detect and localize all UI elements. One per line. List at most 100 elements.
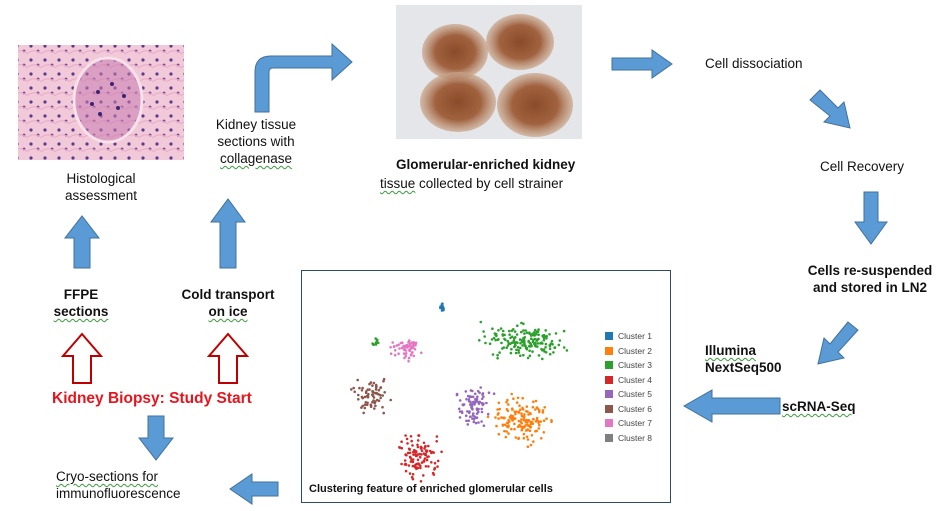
scatter-point [532, 400, 535, 404]
scatter-point [506, 421, 510, 424]
illumina-line2: NextSeq500 [705, 360, 782, 375]
cell-recovery-label: Cell Recovery [820, 159, 905, 174]
scatter-point [530, 421, 534, 424]
scatter-point [436, 465, 439, 468]
scatter-point [440, 450, 443, 454]
scatter-point [536, 407, 540, 410]
cold-transport-label: Cold transport on ice [166, 286, 290, 320]
scatter-point [389, 346, 392, 349]
scatter-point [529, 334, 533, 337]
scatter-point [490, 338, 494, 341]
scatter-point [492, 336, 496, 340]
scatter-point [535, 339, 539, 342]
arrow-up-icon [63, 215, 101, 269]
scatter-point [522, 425, 526, 429]
resuspended-line1: Cells re-suspended [807, 263, 933, 278]
scatter-point [430, 461, 433, 464]
legend-swatch [605, 404, 613, 413]
scatter-point [423, 457, 427, 460]
scatter-point [352, 386, 355, 390]
scatter-point [466, 410, 469, 413]
scatter-point [373, 407, 376, 410]
scatter-point [471, 403, 474, 406]
scatter-point [508, 415, 512, 419]
scatter-point [381, 394, 384, 397]
ffpe-label: FFPE sections [36, 286, 126, 320]
scatter-point [550, 419, 553, 422]
legend-label: Cluster 4 [618, 374, 653, 385]
legend-label: Cluster 7 [618, 418, 653, 429]
scatter-point [525, 435, 529, 439]
scatter-point [475, 408, 479, 411]
scatter-point [422, 474, 425, 477]
scatter-point [522, 432, 526, 436]
scatter-point [435, 435, 439, 438]
scatter-point [398, 446, 401, 449]
scatter-point [404, 469, 408, 473]
scatter-point [541, 334, 544, 337]
scatter-point [374, 388, 378, 391]
arrow-left-icon [682, 389, 781, 423]
scatter-point [525, 405, 529, 408]
scatter-point [527, 345, 531, 348]
scatter-point [357, 393, 360, 397]
legend-label: Cluster 2 [618, 345, 653, 356]
scatter-point [512, 328, 515, 331]
arrow-diagonal-left-icon [817, 321, 859, 365]
scatter-point [531, 350, 534, 353]
scatter-point [522, 329, 525, 332]
scatter-point [526, 356, 530, 360]
scatter-point [455, 392, 459, 396]
scatter-point [509, 351, 513, 355]
scatter-point [519, 341, 522, 345]
scatter-point [497, 401, 501, 405]
resuspended-line2: and stored in LN2 [812, 280, 927, 295]
scatter-point [553, 346, 557, 349]
scatter-point [419, 480, 423, 483]
scatter-point [427, 455, 430, 458]
scatter-point [475, 412, 479, 415]
scatter-point [531, 340, 535, 344]
scatter-point [427, 465, 430, 468]
scatter-point [512, 339, 516, 343]
scatter-point [372, 381, 376, 385]
legend-swatch [605, 390, 613, 399]
scatter-point [514, 351, 518, 355]
scatter-point [381, 405, 384, 409]
scatter-point [498, 351, 501, 354]
scatter-point [494, 338, 497, 342]
scatter-point [407, 447, 411, 451]
scatter-point [424, 445, 427, 448]
scatter-point [411, 464, 415, 468]
scatter-point [525, 410, 528, 413]
legend-label: Cluster 1 [618, 331, 653, 342]
scatter-point [377, 388, 381, 392]
scatter-point [506, 344, 510, 347]
scatter-point [482, 330, 485, 333]
scatter-point [542, 348, 546, 351]
scatter-point [407, 345, 411, 348]
legend-item: Cluster 5 [605, 387, 652, 402]
scatter-point [413, 348, 417, 351]
scatter-point [478, 339, 481, 342]
scatter-point [529, 342, 533, 346]
histology-label: Histological assessment [46, 170, 156, 204]
ffpe-line2: sections [53, 304, 109, 319]
cryo-line1: Cryo-sections for [56, 469, 159, 484]
scatter-point [398, 347, 401, 350]
scatter-point [506, 398, 509, 402]
scatter-point [414, 454, 418, 458]
scatter-point [466, 423, 470, 426]
bent-arrow-icon [254, 42, 353, 113]
scatter-point [501, 329, 505, 333]
scatter-point [374, 343, 378, 346]
scatter-point [540, 437, 543, 440]
scatter-point [471, 417, 474, 420]
arrow-diagonal-icon [809, 89, 851, 129]
scatter-point [518, 404, 521, 407]
scatter-point [519, 408, 522, 411]
legend-item: Cluster 8 [605, 431, 652, 446]
resuspended-label: Cells re-suspended and stored in LN2 [800, 262, 940, 296]
scatter-point [407, 356, 411, 360]
scatter-point [382, 377, 386, 381]
